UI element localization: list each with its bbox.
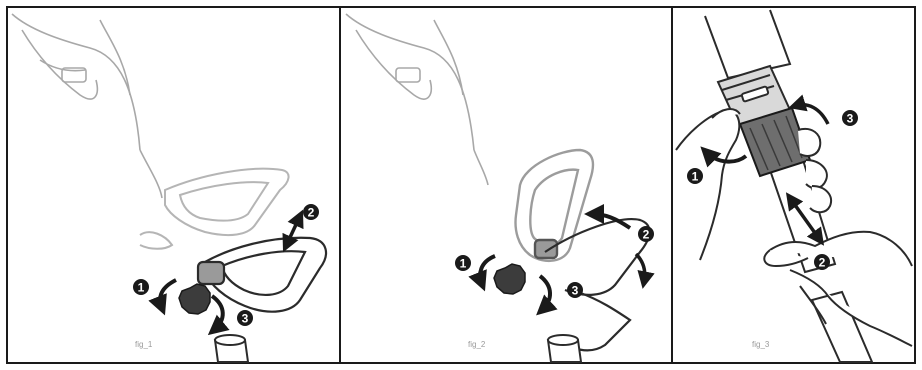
- step-label: 3: [572, 284, 579, 298]
- step-badge-2: 2: [814, 254, 830, 270]
- rotate-arrow-icon: [636, 254, 645, 282]
- panel-2: 1 2 3 fig_2: [346, 14, 654, 362]
- handle-ghost: [140, 169, 289, 249]
- panel-1: 1 2 3 fig_1: [12, 14, 326, 362]
- rotate-arrow-icon: [480, 256, 495, 284]
- robot-body-sketch: [12, 14, 162, 198]
- step-label: 1: [692, 170, 699, 184]
- step-label: 3: [242, 312, 249, 326]
- step-badge-2: 2: [303, 204, 319, 220]
- shaft: [548, 335, 581, 362]
- step-badge-3: 3: [842, 110, 858, 126]
- rotate-arrow-icon: [540, 276, 550, 310]
- knob-icon: [494, 264, 525, 294]
- lift-arrow-icon: [286, 216, 300, 246]
- step-badge-2: 2: [638, 226, 654, 242]
- step-badge-1: 1: [455, 255, 471, 271]
- step-label: 1: [460, 257, 467, 271]
- step-label: 2: [819, 256, 826, 270]
- figure-caption: fig_3: [752, 340, 770, 349]
- step-badge-1: 1: [133, 279, 149, 295]
- shaft: [215, 335, 248, 362]
- step-label: 3: [847, 112, 854, 126]
- step-label: 1: [138, 281, 145, 295]
- robot-body-sketch: [346, 14, 488, 185]
- rotate-arrow-icon: [212, 296, 223, 330]
- step-label: 2: [643, 228, 650, 242]
- step-badge-1: 1: [687, 168, 703, 184]
- handle-icon: [516, 150, 593, 261]
- figure-caption: fig_2: [468, 340, 486, 349]
- step-label: 2: [308, 206, 315, 220]
- rotate-arrow-icon: [160, 280, 176, 308]
- panel-3: 1 2 3 fig_3: [676, 10, 912, 362]
- step-badge-3: 3: [237, 310, 253, 326]
- rotate-arrow-icon: [795, 105, 828, 124]
- step-badge-3: 3: [567, 282, 583, 298]
- figure-caption: fig_1: [135, 340, 153, 349]
- knob-icon: [179, 284, 210, 314]
